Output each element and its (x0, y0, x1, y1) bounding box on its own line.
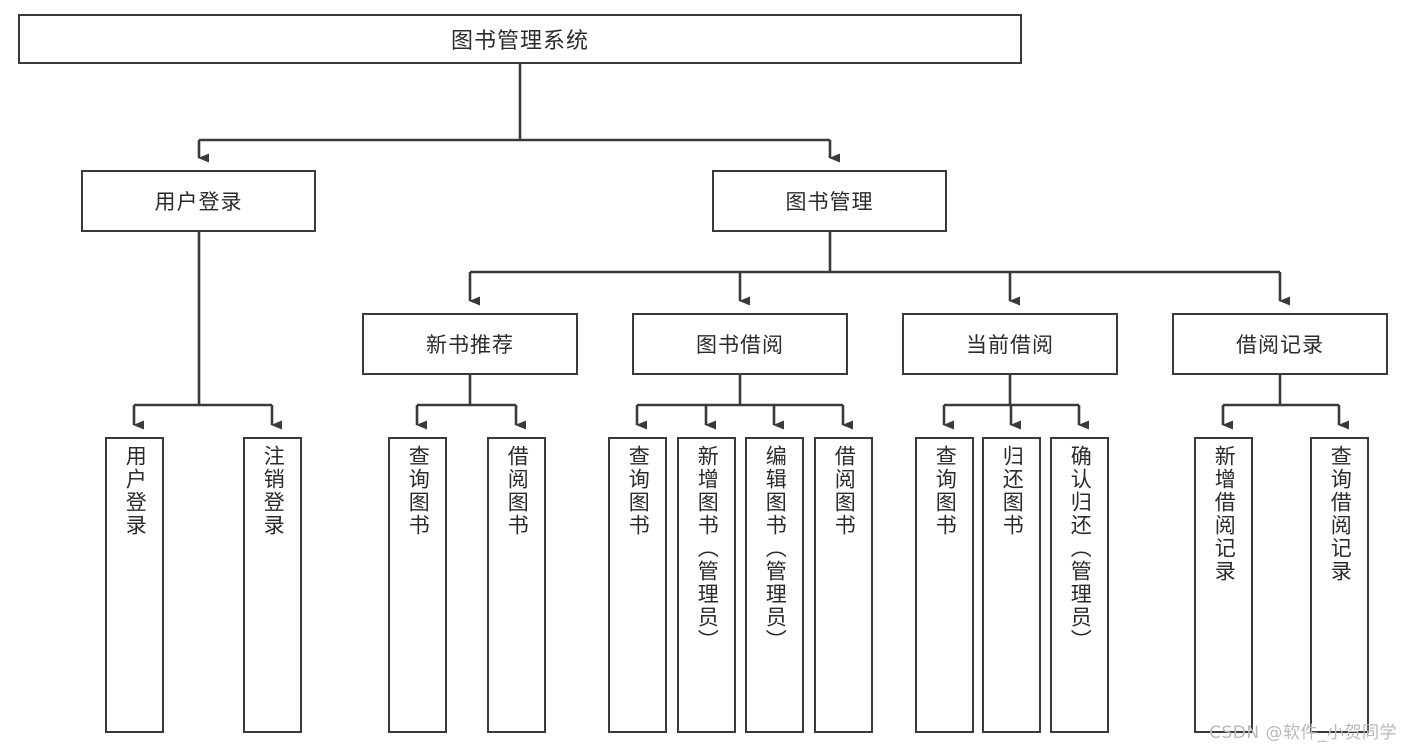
node-leaf-add-book-admin[interactable]: 新增图书（管理员） (677, 437, 736, 733)
node-book-borrow[interactable]: 图书借阅 (632, 313, 848, 375)
node-label: 注销登录 (261, 445, 286, 537)
node-label: 借阅图书 (505, 445, 530, 537)
node-leaf-logout-login[interactable]: 注销登录 (243, 437, 302, 733)
node-label: 归还图书 (1000, 445, 1025, 537)
node-label: 用户登录 (154, 190, 243, 214)
node-user-login[interactable]: 用户登录 (81, 170, 316, 232)
node-leaf-edit-book-admin[interactable]: 编辑图书（管理员） (745, 437, 804, 733)
node-label: 图书管理 (785, 190, 874, 214)
node-book-manage[interactable]: 图书管理 (712, 170, 947, 232)
node-label: 用户登录 (123, 445, 148, 537)
node-label: 新增借阅记录 (1212, 445, 1237, 583)
node-label: 新增图书（管理员） (695, 445, 720, 652)
node-label: 借阅图书 (832, 445, 857, 537)
node-new-book-recommend[interactable]: 新书推荐 (362, 313, 578, 375)
node-leaf-borrow-book-1[interactable]: 借阅图书 (487, 437, 546, 733)
node-leaf-borrow-book-2[interactable]: 借阅图书 (814, 437, 873, 733)
node-leaf-confirm-return-admin[interactable]: 确认归还（管理员） (1050, 437, 1109, 733)
node-leaf-add-borrow-record[interactable]: 新增借阅记录 (1194, 437, 1253, 733)
node-leaf-query-book-2[interactable]: 查询图书 (608, 437, 667, 733)
node-root-system[interactable]: 图书管理系统 (18, 14, 1022, 64)
node-leaf-query-borrow-record[interactable]: 查询借阅记录 (1310, 437, 1369, 733)
node-label: 当前借阅 (966, 333, 1054, 357)
node-label: 新书推荐 (426, 333, 514, 357)
node-label: 借阅记录 (1236, 333, 1324, 357)
node-label: 图书管理系统 (450, 29, 589, 54)
node-label: 查询图书 (626, 445, 651, 537)
node-label: 编辑图书（管理员） (763, 445, 788, 652)
node-leaf-user-login[interactable]: 用户登录 (105, 437, 164, 733)
node-current-borrow[interactable]: 当前借阅 (902, 313, 1118, 375)
csdn-watermark: CSDN @软件_小贺同学 (1209, 723, 1397, 743)
node-leaf-query-book-3[interactable]: 查询图书 (915, 437, 974, 733)
node-label: 图书借阅 (696, 333, 784, 357)
node-label: 查询借阅记录 (1328, 445, 1353, 583)
node-leaf-return-book[interactable]: 归还图书 (982, 437, 1041, 733)
node-leaf-query-book-1[interactable]: 查询图书 (388, 437, 447, 733)
node-label: 确认归还（管理员） (1068, 445, 1093, 652)
node-borrow-record[interactable]: 借阅记录 (1172, 313, 1388, 375)
node-label: 查询图书 (406, 445, 431, 537)
node-label: 查询图书 (933, 445, 958, 537)
